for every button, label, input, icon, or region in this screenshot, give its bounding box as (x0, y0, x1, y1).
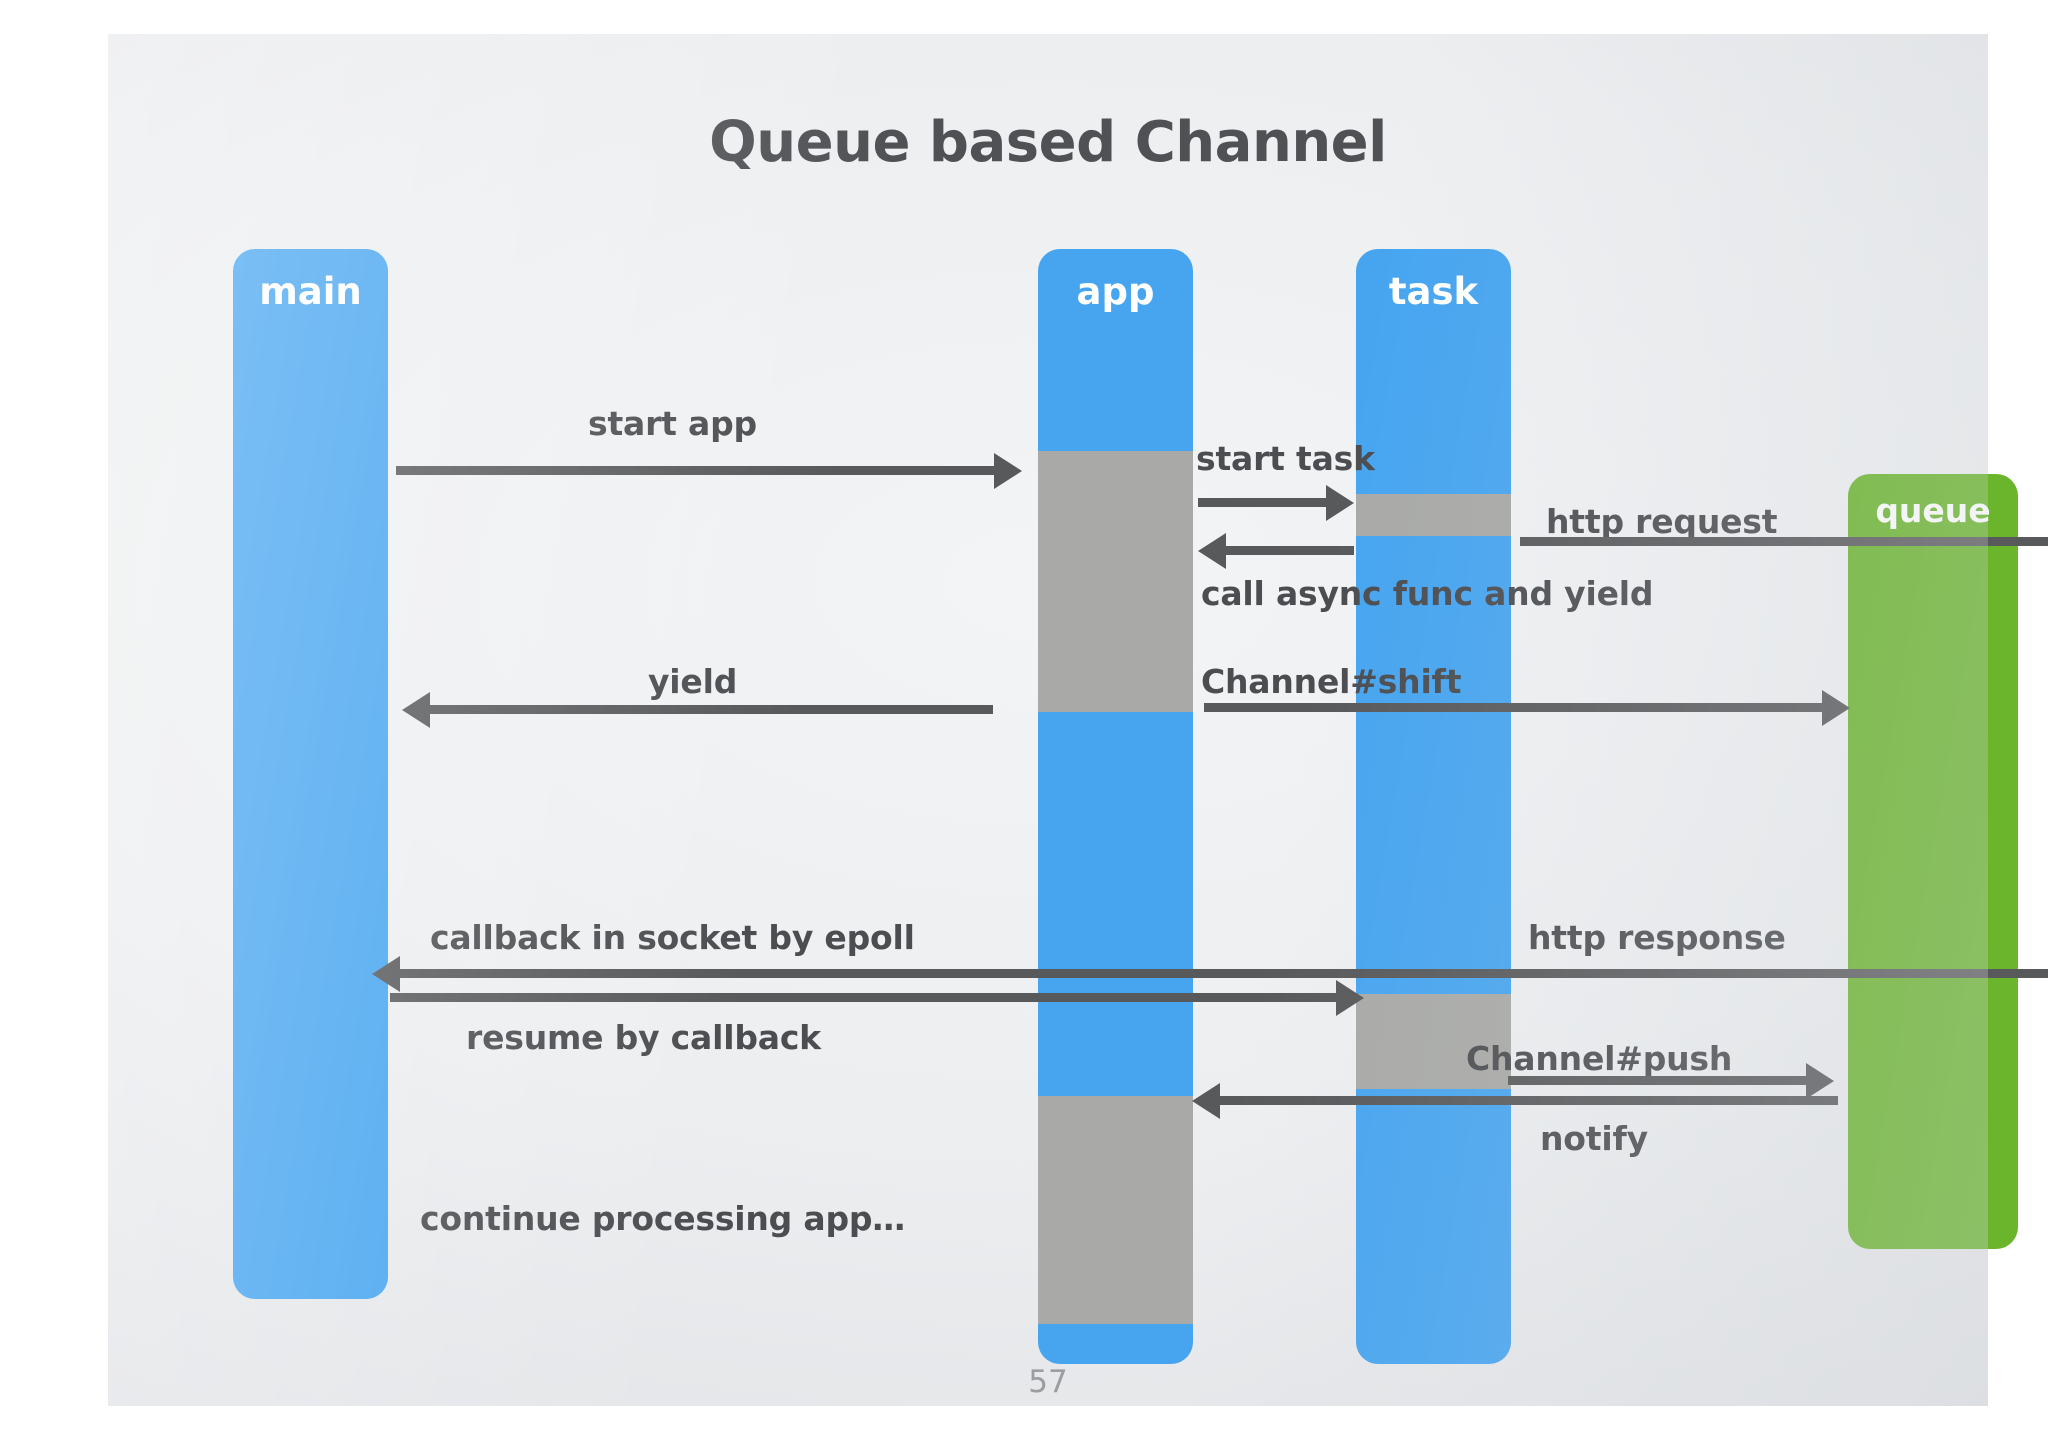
message-label-notify: notify (1540, 1119, 1648, 1158)
message-label-http-request: http request (1546, 502, 1778, 541)
activation-app-2 (1038, 1096, 1193, 1324)
message-label-resume-by-callback: resume by callback (466, 1018, 821, 1057)
message-label-channel-push: Channel#push (1466, 1039, 1733, 1078)
slide-canvas: Queue based Channel main app task queue … (108, 34, 2048, 1406)
message-arrow-notify (1218, 1096, 1838, 1105)
message-label-yield: yield (648, 662, 738, 701)
message-label-start-app: start app (588, 404, 757, 443)
message-label-http-response: http response (1528, 918, 1786, 957)
lifeline-app-label: app (1076, 270, 1155, 313)
message-arrow-start-app (396, 466, 996, 475)
lifeline-app: app (1038, 249, 1193, 1364)
message-arrow-call-async-func-and-yield (1224, 546, 1354, 555)
activation-app-1 (1038, 451, 1193, 712)
activation-task-2 (1356, 994, 1511, 1089)
page-title: Queue based Channel (709, 110, 1387, 175)
message-label-callback-in-socket-by-epoll: callback in socket by epoll (430, 918, 915, 957)
message-label-call-async-func-and-yield: call async func and yield (1201, 574, 1654, 613)
lifeline-main-label: main (259, 270, 362, 313)
lifeline-task: task (1356, 249, 1511, 1364)
activation-task-1 (1356, 494, 1511, 536)
message-label-continue-processing-app: continue processing app… (420, 1199, 906, 1238)
message-arrow-channel-shift (1204, 703, 1824, 712)
message-arrow-start-task (1198, 498, 1328, 507)
message-arrow-yield (428, 705, 993, 714)
lifeline-queue: queue (1848, 474, 2018, 1249)
lifeline-queue-label: queue (1875, 491, 1991, 530)
message-arrow-resume-by-callback (390, 993, 1338, 1002)
lifeline-task-label: task (1388, 270, 1479, 313)
message-arrow-callback-in-socket-by-epoll (398, 969, 2048, 978)
page-number: 57 (1028, 1364, 1068, 1400)
message-label-channel-shift: Channel#shift (1201, 662, 1462, 701)
message-arrow-http-request (1520, 537, 2048, 546)
lifeline-main: main (233, 249, 388, 1299)
message-label-start-task: start task (1196, 439, 1375, 478)
message-arrow-channel-push (1508, 1076, 1808, 1085)
